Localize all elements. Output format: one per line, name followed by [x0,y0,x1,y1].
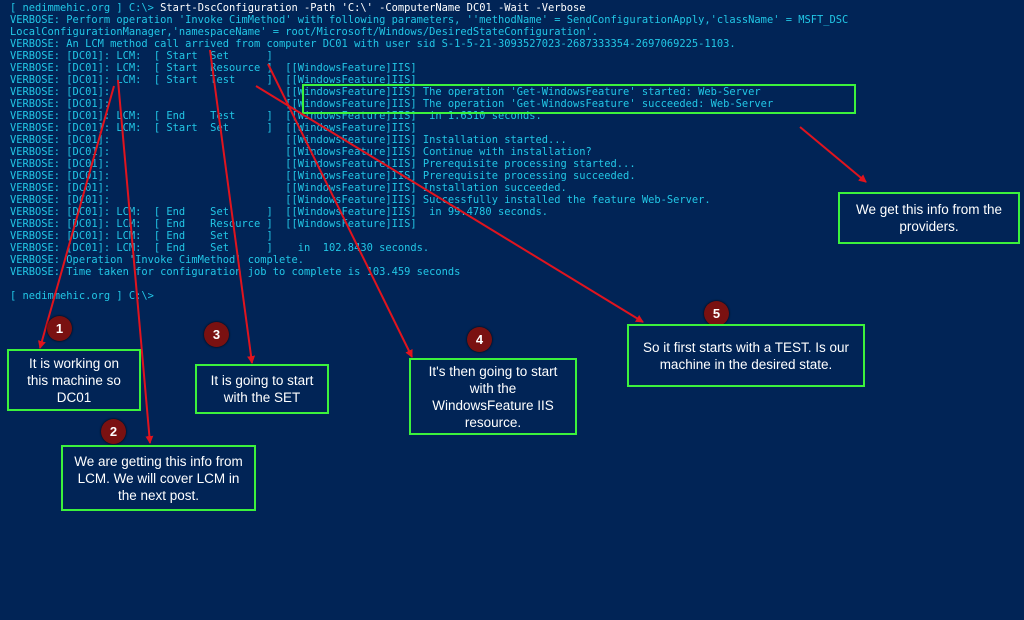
output-line: LocalConfigurationManager,'namespaceName… [10,26,599,38]
output-line: VERBOSE: An LCM method call arrived from… [10,38,736,50]
note-1: It is working on this machine so DC01 [7,349,141,411]
prompt: [ nedimmehic.org ] C:\> [10,290,154,302]
output-line: VERBOSE: [DC01]: LCM: [ Start Set ] [10,50,273,62]
output-line: VERBOSE: [DC01]: LCM: [ End Set ] [10,230,273,242]
output-line: VERBOSE: Operation 'Invoke CimMethod' co… [10,254,305,266]
output-line: VERBOSE: Perform operation 'Invoke CimMe… [10,14,849,26]
output-line: VERBOSE: [DC01]: [[WindowsFeature]IIS] T… [10,98,774,110]
providers-note: We get this info from the providers. [838,192,1020,244]
output-line: VERBOSE: [DC01]: [[WindowsFeature]IIS] C… [10,146,592,158]
prompt: [ nedimmehic.org ] C:\> [10,2,154,14]
prompt-line-1: [ nedimmehic.org ] C:\> Start-DscConfigu… [10,2,586,14]
arrow-5 [255,85,644,323]
provider-output-highlight [302,84,856,114]
output-line: VERBOSE: Time taken for configuration jo… [10,266,461,278]
arrow-3 [209,49,256,364]
badge-2: 2 [101,419,126,444]
output-line: VERBOSE: [DC01]: LCM: [ Start Test ] [[W… [10,74,417,86]
output-line: VERBOSE: [DC01]: [[WindowsFeature]IIS] I… [10,182,567,194]
output-line: VERBOSE: [DC01]: [[WindowsFeature]IIS] P… [10,170,636,182]
output-line: VERBOSE: [DC01]: LCM: [ Start Resource ]… [10,62,417,74]
output-line: VERBOSE: [DC01]: [[WindowsFeature]IIS] T… [10,86,761,98]
badge-1: 1 [47,316,72,341]
arrow-2 [117,79,154,444]
arrow-4 [267,63,413,358]
output-line: VERBOSE: [DC01]: LCM: [ End Resource ] [… [10,218,417,230]
dsc-command: Start-DscConfiguration -Path 'C:\' -Comp… [160,2,586,14]
note-5: So it first starts with a TEST. Is our m… [627,324,865,387]
note-2: We are getting this info from LCM. We wi… [61,445,256,511]
output-line: VERBOSE: [DC01]: LCM: [ End Set ] in 102… [10,242,430,254]
note-3: It is going to start with the SET [195,364,329,414]
prompt-line-2: [ nedimmehic.org ] C:\> [10,290,154,302]
output-line: VERBOSE: [DC01]: LCM: [ End Set ] [[Wind… [10,206,548,218]
badge-3: 3 [204,322,229,347]
badge-4: 4 [467,327,492,352]
note-4: It's then going to start with the Window… [409,358,577,435]
output-line: VERBOSE: [DC01]: [[WindowsFeature]IIS] I… [10,134,567,146]
arrow-1 [38,85,115,349]
badge-5: 5 [704,301,729,326]
output-line: VERBOSE: [DC01]: [[WindowsFeature]IIS] P… [10,158,636,170]
arrow-providers [799,126,867,183]
output-line: VERBOSE: [DC01]: [[WindowsFeature]IIS] S… [10,194,711,206]
